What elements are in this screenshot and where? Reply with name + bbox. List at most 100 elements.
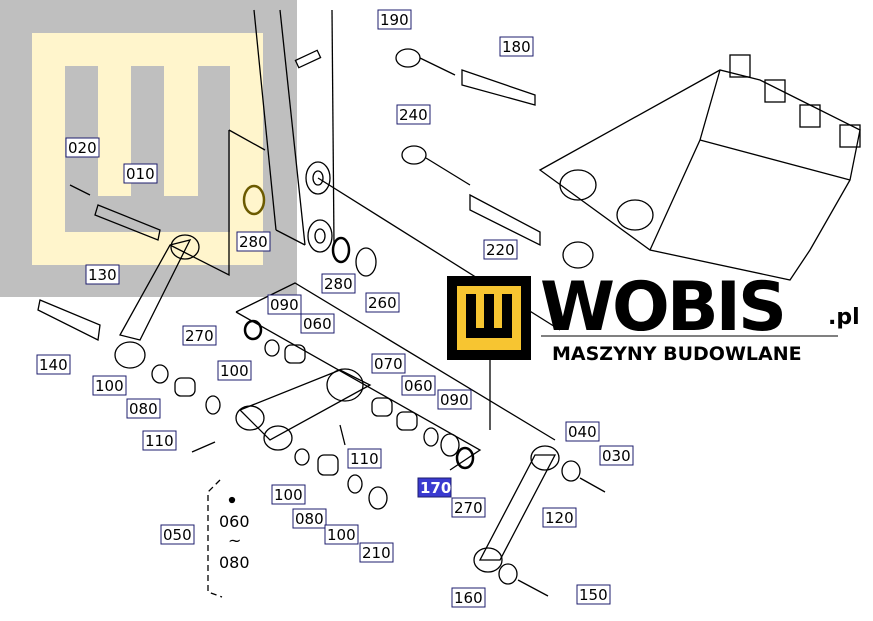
callout-box	[483, 239, 518, 260]
callout-label: 100	[217, 360, 252, 381]
callout-label: 110	[142, 430, 177, 451]
callout-label: 090	[437, 389, 472, 410]
callout-label: 270	[182, 325, 217, 346]
callout-number: 270	[454, 499, 483, 517]
range-separator: ~	[228, 531, 241, 550]
callout-label: 050	[160, 524, 195, 545]
callout-box	[542, 507, 577, 528]
callout-box	[437, 389, 472, 410]
callout-label: 160	[451, 587, 486, 608]
callout-box	[321, 273, 356, 294]
callout-box	[396, 104, 431, 125]
callout-number: 110	[350, 450, 379, 468]
callout-label: 080	[292, 508, 327, 529]
callout-label: 010	[123, 163, 158, 184]
callout-box	[85, 264, 120, 285]
callout-number: 060	[303, 315, 332, 333]
callout-box	[377, 9, 412, 30]
callout-label: 070	[371, 353, 406, 374]
callout-number: 160	[454, 589, 483, 607]
logo-word: WOBIS	[540, 268, 784, 347]
callout-box	[347, 448, 382, 469]
callout-label: 210	[359, 542, 394, 563]
pins	[37, 48, 606, 598]
callout-label: 040	[565, 421, 600, 442]
callout-label: 240	[396, 104, 431, 125]
callout-label: 120	[542, 507, 577, 528]
callout-number: 120	[545, 509, 574, 527]
callout-number: 100	[95, 377, 124, 395]
callout-box	[160, 524, 195, 545]
callout-box	[401, 375, 436, 396]
callout-box	[371, 353, 406, 374]
callout-label: 030	[599, 445, 634, 466]
callout-box	[359, 542, 394, 563]
callout-label: 180	[499, 36, 534, 57]
logo-tld: .pl	[828, 305, 860, 330]
callout-number: 210	[362, 544, 391, 562]
callout-label: 020	[65, 137, 100, 158]
callout-number: 020	[68, 139, 97, 157]
callout-box	[565, 421, 600, 442]
callout-label: 140	[36, 354, 71, 375]
callout-box	[499, 36, 534, 57]
callout-label: 100	[92, 375, 127, 396]
range-to: 080	[219, 553, 250, 572]
callout-label: 110	[347, 448, 382, 469]
callout-box	[271, 484, 306, 505]
callout-number: 100	[274, 486, 303, 504]
callout-number: 220	[486, 241, 515, 259]
callout-box	[217, 360, 252, 381]
callout-number: 190	[380, 11, 409, 29]
callout-box	[599, 445, 634, 466]
callout-label: 060	[401, 375, 436, 396]
callout-box	[324, 524, 359, 545]
callout-number: 180	[502, 38, 531, 56]
callout-box	[92, 375, 127, 396]
callout-label: 090	[267, 294, 302, 315]
callout-number: 090	[270, 296, 299, 314]
callout-number: 130	[88, 266, 117, 284]
callout-box	[417, 477, 452, 498]
range-from: 060	[219, 512, 250, 531]
watermark-logo	[0, 0, 297, 297]
callout-number: 050	[163, 526, 192, 544]
callout-box	[292, 508, 327, 529]
callout-box	[300, 313, 335, 334]
callout-label: 220	[483, 239, 518, 260]
callout-number: 080	[129, 400, 158, 418]
callout-label: 100	[324, 524, 359, 545]
callout-label: 260	[365, 292, 400, 313]
callout-number: 040	[568, 423, 597, 441]
callout-number: 280	[324, 275, 353, 293]
callout-label: 080	[126, 398, 161, 419]
callout-box	[123, 163, 158, 184]
callout-box	[576, 584, 611, 605]
callout-number: 100	[327, 526, 356, 544]
callout-label: 280	[321, 273, 356, 294]
callout-number: 260	[368, 294, 397, 312]
callout-number: 140	[39, 356, 68, 374]
callout-box	[65, 137, 100, 158]
callout-number: 080	[295, 510, 324, 528]
callout-box	[267, 294, 302, 315]
callout-number: 010	[126, 165, 155, 183]
callout-number: 150	[579, 586, 608, 604]
callout-label: 150	[576, 584, 611, 605]
callout-label: 270	[451, 497, 486, 518]
callout-number: 280	[239, 233, 268, 251]
callout-box	[142, 430, 177, 451]
callout-number: 240	[399, 106, 428, 124]
callout-number: 110	[145, 432, 174, 450]
callout-number: 170	[420, 479, 451, 497]
wobis-logo: WOBIS .pl MASZYNY BUDOWLANE	[447, 268, 860, 365]
callout-label: 170	[417, 477, 452, 498]
callout-number: 100	[220, 362, 249, 380]
logo-subtitle: MASZYNY BUDOWLANE	[552, 343, 802, 365]
callout-box	[451, 497, 486, 518]
callout-label: 280	[236, 231, 271, 252]
callout-box	[36, 354, 71, 375]
callout-number: 060	[404, 377, 433, 395]
